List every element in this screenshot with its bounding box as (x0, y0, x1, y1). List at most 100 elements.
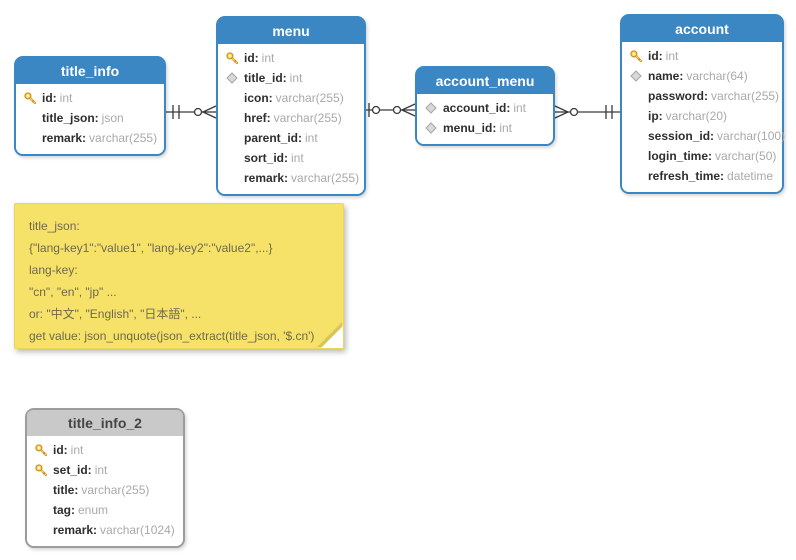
field-name: id: (648, 49, 663, 63)
field-type: int (513, 101, 527, 115)
field-name: title_json: (42, 111, 99, 125)
field-row-title_json: title_json:json (16, 108, 164, 128)
icon-spacer (225, 151, 239, 165)
field-type: int (289, 71, 303, 85)
primary-key-icon (34, 443, 48, 457)
field-type: int (499, 121, 513, 135)
note-line: "cn", "en", "jp" ... (29, 285, 117, 299)
field-row-ip: ip:varchar(20) (622, 106, 782, 126)
icon-spacer (34, 523, 48, 537)
relationship-menu-account_menu[interactable] (366, 98, 416, 122)
field-name: refresh_time: (648, 169, 725, 183)
foreign-key-diamond-icon (225, 71, 239, 85)
field-type: int (261, 51, 275, 65)
field-row-href: href:varchar(255) (218, 108, 364, 128)
primary-key-icon (23, 91, 37, 105)
icon-spacer (629, 129, 643, 143)
field-row-password: password:varchar(255) (622, 86, 782, 106)
field-type: json (101, 111, 124, 125)
note-text: title_json: {"lang-key1":"value1", "lang-… (29, 215, 329, 347)
field-row-id: id:int (218, 48, 364, 68)
icon-spacer (225, 111, 239, 125)
primary-key-icon (629, 49, 643, 63)
icon-spacer (225, 131, 239, 145)
field-name: sort_id: (244, 151, 289, 165)
field-type: varchar(255) (711, 89, 780, 103)
primary-key-icon (34, 463, 48, 477)
sticky-note[interactable]: title_json: {"lang-key1":"value1", "lang-… (14, 203, 344, 349)
field-row-title_id: title_id:int (218, 68, 364, 88)
field-row-account_id: account_id:int (417, 98, 553, 118)
foreign-key-diamond-icon (629, 69, 643, 83)
field-name: password: (648, 89, 709, 103)
field-type: varchar(64) (686, 69, 748, 83)
field-name: account_id: (443, 101, 511, 115)
field-row-parent_id: parent_id:int (218, 128, 364, 148)
field-type: varchar(255) (273, 111, 342, 125)
field-name: id: (244, 51, 259, 65)
field-type: varchar(100) (717, 129, 786, 143)
field-type: varchar(20) (665, 109, 728, 123)
field-name: menu_id: (443, 121, 497, 135)
field-row-id: id:int (16, 88, 164, 108)
field-row-icon: icon:varchar(255) (218, 88, 364, 108)
field-row-login_time: login_time:varchar(50) (622, 146, 782, 166)
field-row-refresh_time: refresh_time:datetime (622, 166, 782, 186)
field-type: varchar(255) (81, 483, 150, 497)
field-name: set_id: (53, 463, 92, 477)
field-name: name: (648, 69, 684, 83)
field-type: varchar(50) (715, 149, 777, 163)
field-name: href: (244, 111, 271, 125)
field-type: enum (78, 503, 109, 517)
table-header[interactable]: menu (218, 18, 364, 44)
field-row-menu_id: menu_id:int (417, 118, 553, 138)
field-type: int (305, 131, 318, 145)
note-line: title_json: (29, 219, 80, 233)
note-line: or: "中文", "English", "日本語", ... (29, 307, 202, 321)
note-fold-corner (321, 326, 343, 348)
field-name: icon: (244, 91, 273, 105)
table-header[interactable]: account (622, 16, 782, 42)
field-row-tag: tag:enum (27, 500, 183, 520)
field-name: remark: (244, 171, 289, 185)
field-name: login_time: (648, 149, 713, 163)
icon-spacer (34, 503, 48, 517)
table-header[interactable]: title_info (16, 58, 164, 84)
field-name: remark: (42, 131, 87, 145)
note-line: {"lang-key1":"value1", "lang-key2":"valu… (29, 241, 273, 255)
field-type: int (291, 151, 304, 165)
field-name: ip: (648, 109, 663, 123)
field-row-remark: remark:varchar(255) (218, 168, 364, 188)
field-name: remark: (53, 523, 98, 537)
field-type: int (70, 443, 84, 457)
field-row-remark: remark:varchar(1024) (27, 520, 183, 540)
note-line: lang-key: (29, 263, 78, 277)
relationship-title_info-menu[interactable] (166, 100, 217, 124)
icon-spacer (225, 171, 239, 185)
icon-spacer (23, 111, 37, 125)
field-type: varchar(255) (275, 91, 344, 105)
icon-spacer (629, 149, 643, 163)
field-type: varchar(255) (291, 171, 360, 185)
icon-spacer (34, 483, 48, 497)
table-header[interactable]: title_info_2 (27, 410, 183, 436)
icon-spacer (629, 109, 643, 123)
note-line: get value: json_unquote(json_extract(tit… (29, 329, 315, 343)
relationship-account_menu-account[interactable] (554, 100, 620, 124)
icon-spacer (23, 131, 37, 145)
field-type: int (59, 91, 73, 105)
primary-key-icon (225, 51, 239, 65)
field-row-set_id: set_id:int (27, 460, 183, 480)
field-name: id: (53, 443, 68, 457)
field-name: id: (42, 91, 57, 105)
table-header[interactable]: account_menu (417, 68, 553, 94)
